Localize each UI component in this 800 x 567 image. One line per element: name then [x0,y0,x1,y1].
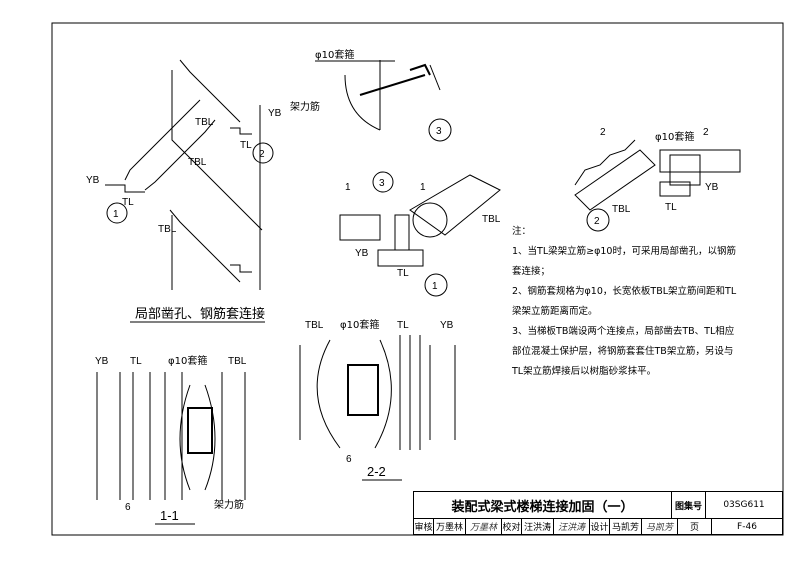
label-sleeve: φ10套箍 [168,354,207,367]
dim-6: 6 [346,454,352,465]
label-tbl: TBL [482,214,501,225]
drawing-title: 装配式梁式楼梯连接加固（一） [414,492,672,518]
note-line: 梁架立筋距离而定。 [512,306,598,317]
check-signature: 汪洪涛 [554,518,590,535]
label-tbl: TBL [188,157,207,168]
atlas-label: 图集号 [672,492,706,518]
note-line: 3、当梯板TB端设两个连接点，局部凿去TB、TL相应 [512,326,735,337]
detail-1: 3 1 1 YB TL TBL 1 [339,171,501,297]
design-name: 马凯芳 [610,518,642,535]
design-label: 设计 [590,518,610,535]
label-erect-bar: 架力筋 [290,100,320,113]
title-block: 装配式梁式楼梯连接加固（一） 图集号 03SG611 审核 万墨林 万墨林 校对… [413,491,783,535]
review-name: 万墨林 [434,518,466,535]
page-label: 页 [678,518,712,535]
label-tbl: TBL [305,320,324,331]
caption-main: 局部凿孔、钢筋套连接 [135,306,265,322]
label-tbl: TBL [158,224,177,235]
note-line: 2、钢筋套规格为φ10，长宽依板TBL架立筋间距和TL [512,286,737,297]
label-tl: TL [130,356,142,367]
stair-elevation: TBL TBL TBL YB TL YB TL 2 1 局部凿孔、钢筋套连接 [86,59,282,323]
detail-2-marker: 2 [259,149,265,160]
page-number: F-46 [737,521,757,532]
detail-2: 2 2 φ10套箍 YB TL TBL 2 [574,127,741,232]
label-tl: TL [665,202,677,213]
detail-1-marker: 1 [113,209,119,220]
detail-3: φ10套箍 架力筋 3 [290,48,452,142]
label-yb: YB [355,248,369,259]
label-yb: YB [95,356,109,367]
atlas-number: 03SG611 [723,500,765,510]
label-tl: TL [397,320,409,331]
note-line: TL架立筋焊接后以树脂砂浆抹平。 [512,366,657,377]
note-line: 部位混凝土保护层，将钢筋套套住TB架立筋，另设与 [512,346,734,357]
section-2-2-title: 2-2 [367,464,386,479]
design-signature: 马凯芳 [642,518,678,535]
label-tl: TL [122,197,134,208]
label-sleeve: φ10套箍 [315,48,354,61]
label-tl: TL [397,268,409,279]
label-tbl: TBL [612,204,631,215]
detail-2-title: 2 [594,216,600,227]
note-line: 1、当TL梁架立筋≥φ10时，可采用局部凿孔，以钢筋 [512,246,736,257]
section-mark-2: 2 [600,127,606,138]
sheet-border [51,22,784,536]
label-yb: YB [440,320,454,331]
label-yb: YB [86,175,100,186]
check-name: 汪洪涛 [522,518,554,535]
label-tbl: TBL [228,356,247,367]
section-2-2: TBL φ10套箍 TL YB 6 2-2 [299,318,456,481]
section-mark-2: 2 [703,127,709,138]
label-tl: TL [240,140,252,151]
section-mark-1: 1 [345,182,351,193]
label-yb: YB [268,108,282,119]
section-1-1: YB TL φ10套箍 TBL 6 架力筋 1-1 [95,354,247,525]
section-mark-1: 1 [420,182,426,193]
label-sleeve: φ10套箍 [340,318,379,331]
review-signature: 万墨林 [466,518,502,535]
section-1-1-title: 1-1 [160,508,179,523]
review-label: 审核 [414,518,434,535]
detail-1-title: 1 [432,281,438,292]
label-erect-bar: 架力筋 [214,498,244,511]
label-yb: YB [705,182,719,193]
label-sleeve: φ10套箍 [655,130,694,143]
dim-6: 6 [125,502,131,513]
notes: 注： 1、当TL梁架立筋≥φ10时，可采用局部凿孔，以钢筋 套连接； 2、钢筋套… [512,222,782,382]
detail-3-title: 3 [436,126,442,137]
detail-3-marker: 3 [379,178,385,189]
check-label: 校对 [502,518,522,535]
notes-heading: 注： [512,226,532,237]
note-line: 套连接； [512,266,551,277]
label-tbl: TBL [195,117,214,128]
